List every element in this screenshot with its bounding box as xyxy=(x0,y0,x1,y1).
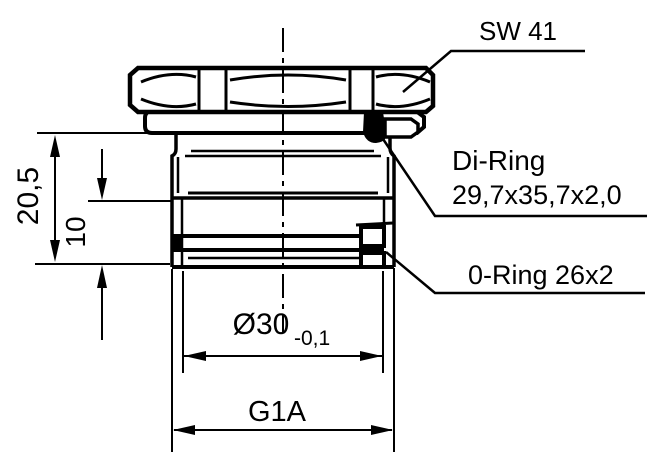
dim-20-5-label: 20,5 xyxy=(12,167,45,225)
callout-di-ring: Di-Ring 29,7x35,7x2,0 xyxy=(381,138,647,218)
dim-10-label: 10 xyxy=(60,216,91,247)
dim-thread-label: G1A xyxy=(248,396,307,428)
arrowhead-up xyxy=(50,135,60,157)
dimension-thread: G1A xyxy=(171,268,395,452)
dim-diameter-tolerance: -0,1 xyxy=(294,327,330,350)
arrowhead-down xyxy=(97,178,107,200)
arrowhead-up xyxy=(97,265,107,288)
dimension-thread-length: 10 xyxy=(60,149,172,340)
sw41-label: SW 41 xyxy=(479,16,557,46)
o-ring-seal xyxy=(359,225,386,269)
arrowhead-right xyxy=(371,425,393,435)
arrowhead-down xyxy=(50,240,60,262)
callout-wrench-size: SW 41 xyxy=(402,16,585,93)
di-ring-size-label: 29,7x35,7x2,0 xyxy=(452,180,622,210)
groove-notch xyxy=(171,234,183,252)
arrowhead-left xyxy=(173,425,195,435)
callout-o-ring: 0-Ring 26x2 xyxy=(385,251,645,295)
arrowhead-left xyxy=(184,351,206,361)
dim-diameter-label: Ø30 xyxy=(233,308,290,341)
di-ring-seal xyxy=(363,112,420,143)
hex-head xyxy=(127,65,436,115)
di-ring-name-label: Di-Ring xyxy=(452,145,545,176)
dimension-overall-length: 20,5 xyxy=(12,132,170,265)
dimension-diameter: Ø30 -0,1 xyxy=(182,271,384,373)
arrowhead-right xyxy=(360,351,382,361)
o-ring-label: 0-Ring 26x2 xyxy=(468,260,614,290)
